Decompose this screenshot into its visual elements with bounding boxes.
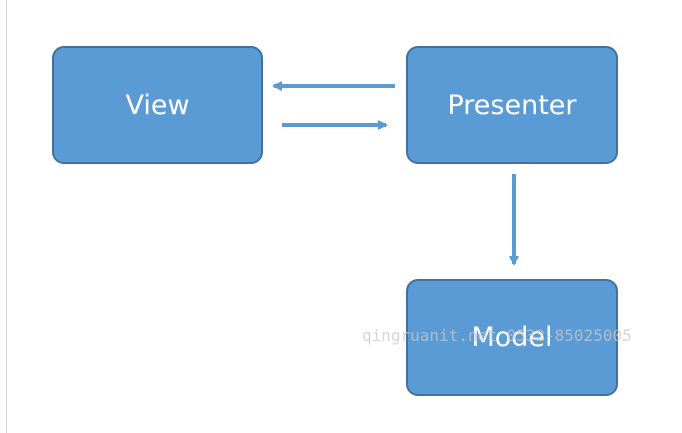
view-node: View	[52, 46, 263, 164]
presenter-label: Presenter	[447, 89, 577, 121]
presenter-node: Presenter	[406, 46, 618, 164]
left-border-line	[6, 0, 7, 433]
model-node: Model	[406, 279, 618, 396]
model-label: Model	[471, 322, 553, 353]
view-label: View	[125, 89, 190, 121]
watermark-text: qingruanit.net 0532-85025005	[362, 326, 632, 345]
